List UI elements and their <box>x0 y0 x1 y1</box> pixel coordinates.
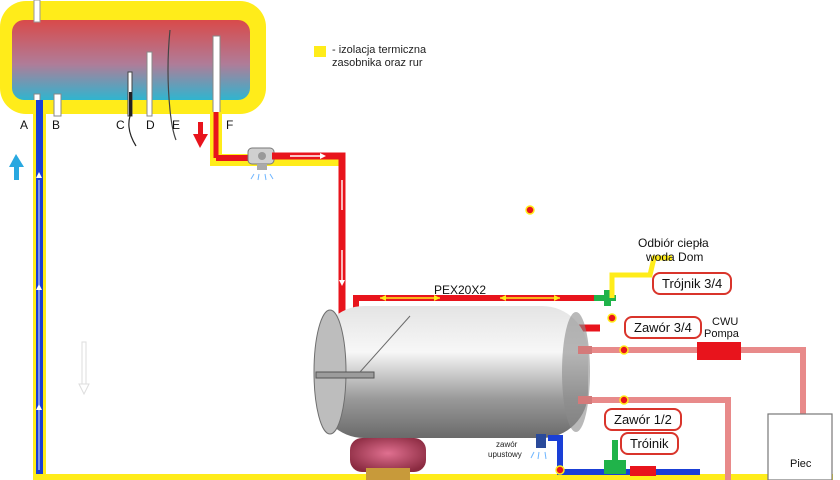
drain-label-line2: upustowy <box>488 450 522 459</box>
hot-supply-pipe <box>272 152 600 332</box>
cwu-label: CWU <box>712 316 739 328</box>
cold-return-line <box>548 435 700 476</box>
boiler-box <box>767 413 833 480</box>
valve-3-4-callout: Zawór 3/4 <box>624 316 702 339</box>
heat-draw-label-line2: woda Dom <box>646 250 704 264</box>
pex-line <box>353 295 610 310</box>
hot-outlet-pipe <box>210 112 345 166</box>
sensor-dots <box>525 205 629 475</box>
legend-swatch <box>314 46 326 57</box>
legend-text: - izolacja termiczna zasobnika oraz rur <box>332 44 427 69</box>
drain-valve <box>530 434 547 460</box>
drain-label-line1: zawór <box>496 440 518 449</box>
faint-down-arrow-icon <box>78 341 90 396</box>
port-f <box>212 35 221 117</box>
valve-1-2-callout: Zawór 1/2 <box>604 408 682 431</box>
cold-riser-pipe <box>33 100 833 480</box>
port-label-f: F <box>226 118 234 132</box>
flow-up-arrow-icon <box>9 154 24 180</box>
sensor-c-tip <box>129 92 132 116</box>
pump-label: Pompa <box>704 328 739 340</box>
storage-tank <box>0 0 266 114</box>
sensor-d <box>146 51 153 117</box>
port-label-c: C <box>116 118 125 132</box>
port-label-a: A <box>20 118 29 132</box>
flow-down-arrow-icon <box>193 122 208 148</box>
tee-3-4-fitting <box>594 255 672 306</box>
port-label-b: B <box>52 118 61 132</box>
boiler-label: Piec <box>790 458 812 470</box>
bottom-pump <box>350 438 426 480</box>
tee-3-4-callout: Trójnik 3/4 <box>652 272 733 295</box>
heat-draw-label-line1: Odbiór ciepła <box>638 236 709 250</box>
pex-label: PEX20X2 <box>434 283 487 297</box>
boiler-loop <box>578 342 833 480</box>
port-label-d: D <box>146 118 155 132</box>
port-b <box>53 93 62 117</box>
horizontal-tank <box>313 306 590 438</box>
port-label-e: E <box>172 118 181 132</box>
sensor-e <box>167 29 177 141</box>
tee-small-callout: Tróinik <box>620 432 679 455</box>
relief-tee <box>247 147 275 181</box>
